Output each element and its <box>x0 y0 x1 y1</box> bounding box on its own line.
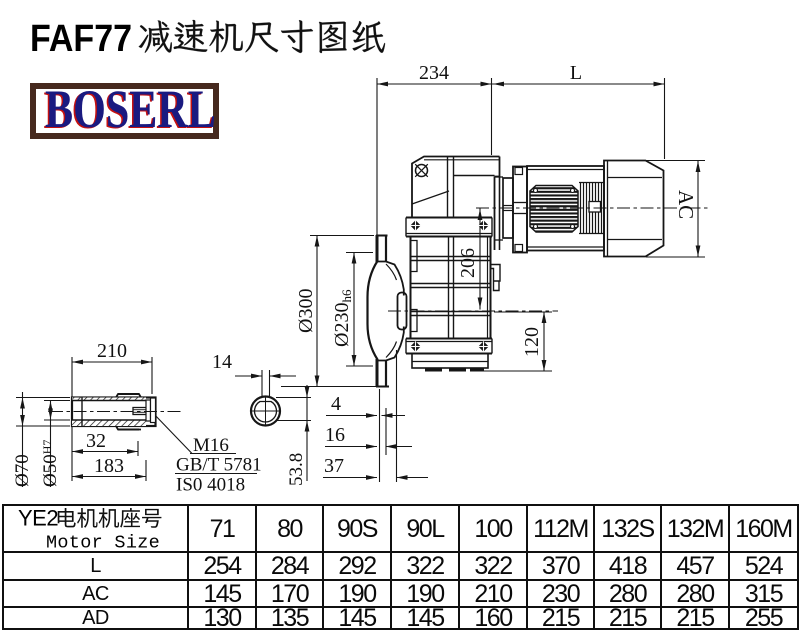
svg-text:FAF77: FAF77 <box>30 18 132 60</box>
svg-text:234: 234 <box>419 62 449 84</box>
svg-text:37: 37 <box>324 455 344 477</box>
svg-text:53.8: 53.8 <box>286 453 307 486</box>
svg-text:Ø50H7: Ø50H7 <box>40 440 61 487</box>
svg-text:206: 206 <box>457 248 479 278</box>
svg-text:16: 16 <box>325 424 345 446</box>
svg-text:120: 120 <box>521 327 543 357</box>
svg-text:Ø230h6: Ø230h6 <box>331 289 354 347</box>
svg-text:183: 183 <box>94 455 124 477</box>
svg-text:M16: M16 <box>193 435 229 456</box>
svg-text:4: 4 <box>331 393 341 415</box>
svg-text:210: 210 <box>97 340 127 362</box>
svg-text:L: L <box>570 62 582 84</box>
svg-text:GB/T 5781: GB/T 5781 <box>176 455 262 476</box>
svg-text:Motor Size: Motor Size <box>46 533 160 552</box>
svg-text:YE2: YE2 <box>18 506 58 531</box>
svg-text:IS0 4018: IS0 4018 <box>176 475 245 496</box>
svg-text:Ø70: Ø70 <box>12 454 33 487</box>
svg-text:Ø300: Ø300 <box>295 289 317 333</box>
svg-text:AC: AC <box>674 190 698 219</box>
svg-text:14: 14 <box>212 351 232 373</box>
svg-text:32: 32 <box>86 430 106 452</box>
